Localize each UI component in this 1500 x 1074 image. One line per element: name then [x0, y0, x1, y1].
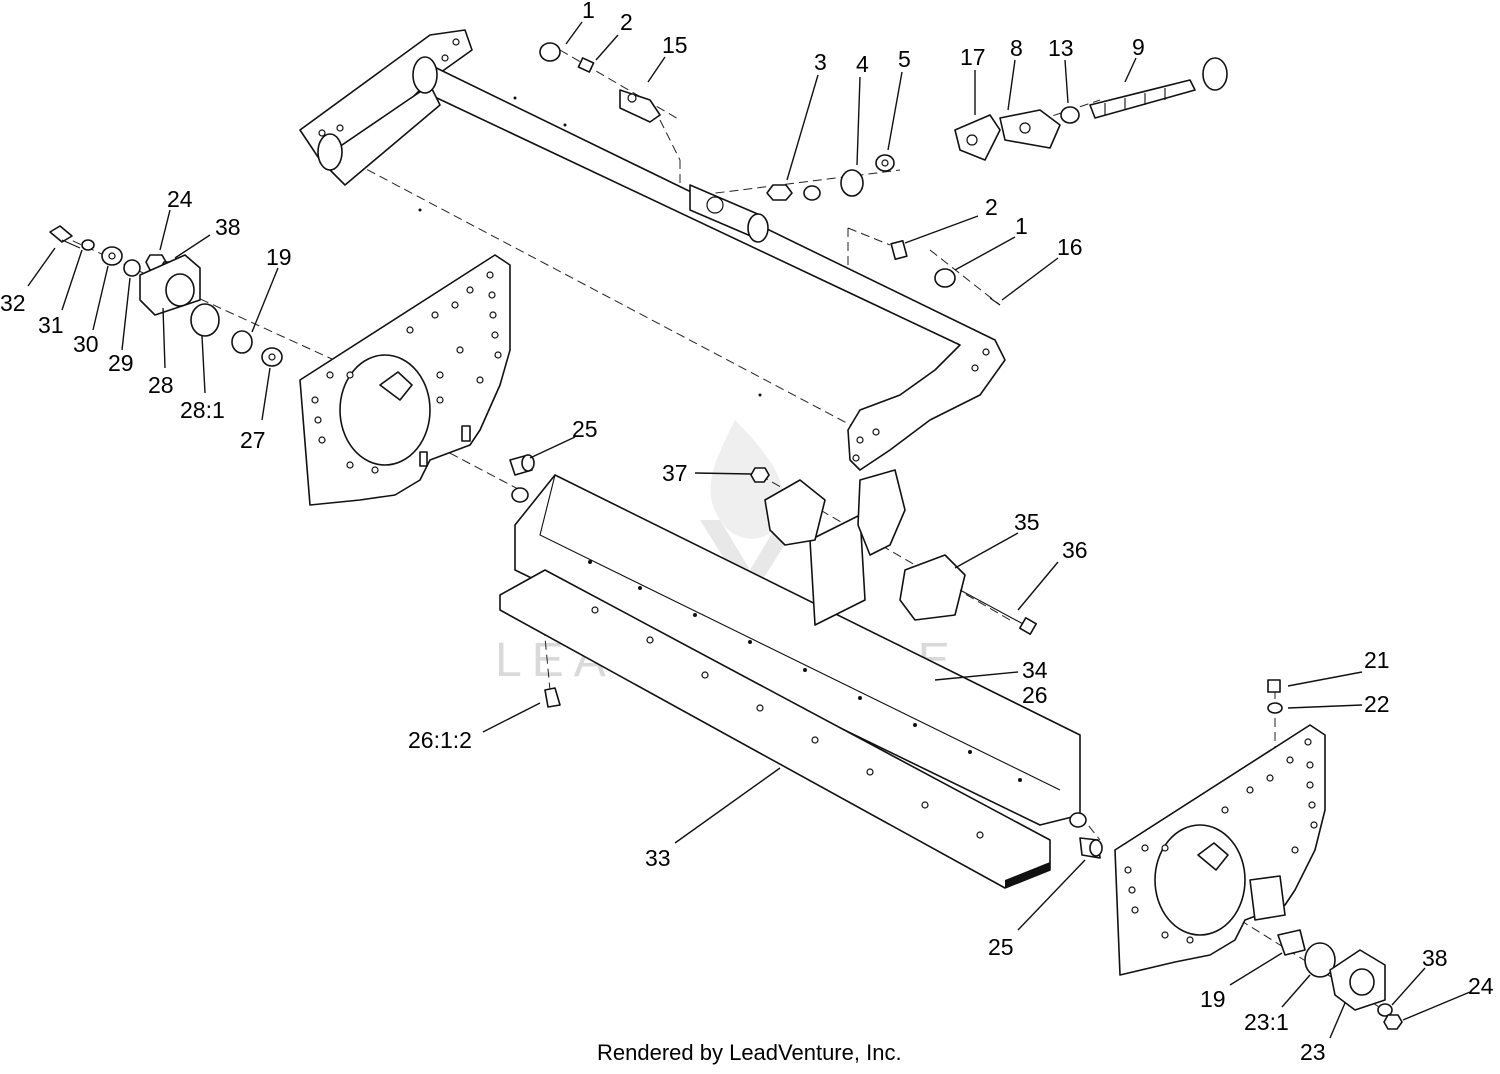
callout-19b: 19: [1200, 986, 1226, 1012]
callout-34: 34: [1022, 657, 1048, 683]
callout-8: 8: [1010, 35, 1023, 61]
callout-2: 2: [620, 9, 633, 35]
callout-28: 28: [148, 372, 174, 398]
callout-38a: 38: [215, 214, 241, 240]
bolts: [509, 454, 1103, 859]
callout-28-1: 28:1: [180, 397, 225, 423]
callout-23-1: 23:1: [1244, 1009, 1289, 1035]
callout-37: 37: [662, 460, 688, 486]
callout-33: 33: [645, 845, 671, 871]
callout-30: 30: [73, 331, 99, 357]
callout-16: 16: [1057, 234, 1083, 260]
left-side-plate: [299, 254, 511, 506]
callout-15: 15: [662, 32, 688, 58]
callout-5: 5: [898, 46, 911, 72]
callout-25a: 25: [572, 416, 598, 442]
callout-9: 9: [1132, 34, 1145, 60]
upper-frame: [299, 29, 1006, 471]
left-bearing-stack: [49, 225, 283, 367]
callout-2b: 2: [985, 194, 998, 220]
callout-1b: 1: [1015, 213, 1028, 239]
callout-38b: 38: [1422, 945, 1448, 971]
callout-23: 23: [1300, 1039, 1326, 1065]
callout-4: 4: [856, 51, 869, 77]
callout-35: 35: [1014, 509, 1040, 535]
callout-24b: 24: [1468, 973, 1494, 999]
callout-26: 26: [1022, 682, 1048, 708]
upper-hardware: [539, 42, 895, 243]
right-pivot-hardware: [890, 239, 1001, 306]
callout-3: 3: [814, 49, 827, 75]
bedknife-assembly: [499, 474, 1087, 889]
center-bracket: [750, 467, 1037, 635]
callout-27: 27: [240, 427, 266, 453]
callout-25b: 25: [988, 934, 1014, 960]
right-side-plate: [1114, 679, 1326, 976]
callout-24a: 24: [167, 186, 193, 212]
callout-17: 17: [960, 44, 986, 70]
callout-32: 32: [0, 290, 26, 316]
footer-credit: Rendered by LeadVenture, Inc.: [597, 1040, 902, 1065]
callout-22: 22: [1364, 691, 1390, 717]
right-bearing-stack: [1277, 929, 1403, 1030]
callout-26-1-2: 26:1:2: [408, 727, 472, 753]
callout-1: 1: [582, 0, 595, 23]
callout-21: 21: [1364, 647, 1390, 673]
callout-29: 29: [108, 350, 134, 376]
callout-31: 31: [38, 312, 64, 338]
callout-19a: 19: [266, 244, 292, 270]
callout-36: 36: [1062, 537, 1088, 563]
upper-right-hardware: [954, 57, 1228, 161]
callout-13: 13: [1048, 35, 1074, 61]
leader-lines: [27, 21, 1471, 1039]
